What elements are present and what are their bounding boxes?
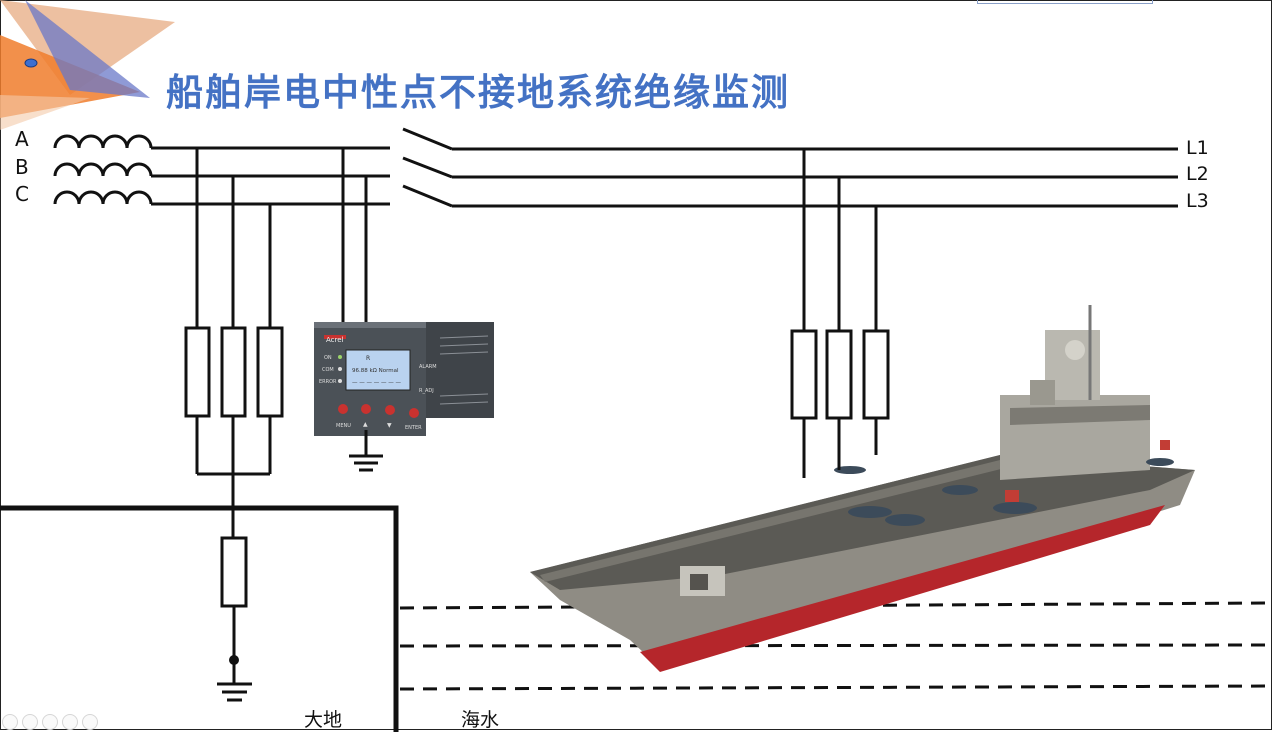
phase-label-a: A [15,127,29,151]
svg-text:MENU: MENU [336,423,351,429]
device-button-menu[interactable] [338,404,348,414]
svg-text:COM: COM [322,367,334,373]
device-button-down[interactable] [385,405,395,415]
slide-nav-controls [2,714,98,730]
nav-zoom-icon[interactable] [62,714,78,730]
phase-label-b: B [15,155,29,179]
ground-symbol-left [217,682,252,702]
bus-lines-left [151,146,390,206]
corner-decoration [0,0,175,130]
top-placeholder-box [977,0,1153,4]
svg-text:ENTER: ENTER [405,425,422,431]
svg-text:▲: ▲ [363,421,368,428]
page-title: 船舶岸电中性点不接地系统绝缘监测 [166,71,790,114]
device-button-up[interactable] [361,404,371,414]
svg-text:ERROR: ERROR [319,379,337,385]
svg-text:R_ADJ: R_ADJ [419,388,434,394]
sea-label: 海水 [461,709,500,731]
monitor-tap-lines [341,148,368,328]
line-label-l2: L2 [1186,163,1209,185]
bus-lines-right [452,147,1178,208]
nav-more-icon[interactable] [82,714,98,730]
circuit-breaker-switches [402,127,453,208]
transformer-coils [53,134,153,205]
nav-slides-icon[interactable] [42,714,58,730]
svg-text:ALARM: ALARM [419,364,437,370]
left-resistor-network [184,148,284,684]
line-label-l3: L3 [1186,190,1209,212]
earth-outline [0,505,399,732]
svg-text:R: R [366,355,370,362]
device-brand: Acrel [326,336,344,344]
phase-label-c: C [15,182,29,206]
ground-junction-dot [229,655,239,665]
device-button-enter[interactable] [409,408,419,418]
earth-label: 大地 [304,709,343,731]
sea-lines [399,601,1273,691]
ground-symbol-device [349,430,383,472]
svg-text:— — — — — — —: — — — — — — — [352,380,401,386]
insulation-monitor-device: Acrel R 96.88 kΩ Normal — — — — — — — ON… [314,322,494,436]
nav-pen-icon[interactable] [22,714,38,730]
aircraft-carrier-ship [530,305,1195,672]
svg-text:96.88 kΩ Normal: 96.88 kΩ Normal [352,368,399,374]
nav-back-icon[interactable] [2,714,18,730]
svg-text:▼: ▼ [387,422,392,429]
svg-text:ON: ON [324,355,332,361]
device-screen [345,349,411,391]
right-resistor-network [790,149,890,478]
line-label-l1: L1 [1186,137,1209,159]
